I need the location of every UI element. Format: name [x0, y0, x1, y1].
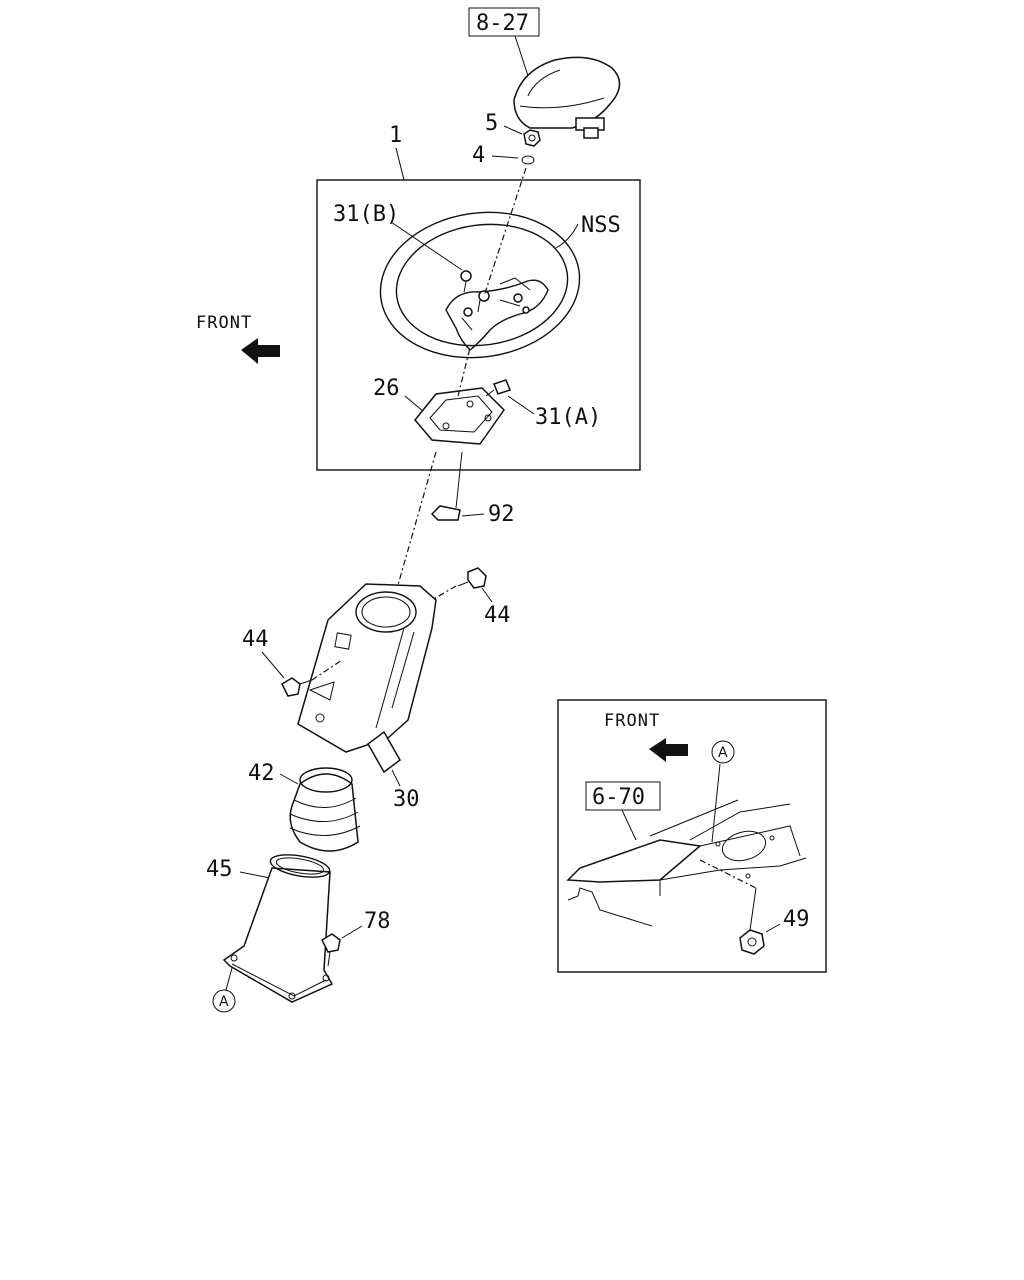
boot-42: 42	[248, 761, 361, 852]
label-44-left: 44	[242, 627, 269, 652]
screw-44-right: 44	[431, 567, 511, 628]
assembly-box	[316, 179, 641, 471]
front-label: FRONT	[196, 313, 252, 333]
marker-a: A	[212, 967, 236, 1013]
front-indicator: FRONT	[196, 313, 280, 364]
ref-box-inset	[585, 781, 661, 811]
inset-marker-a-label: A	[718, 745, 728, 761]
label-42: 42	[248, 761, 275, 786]
label-nss: NSS	[581, 213, 621, 238]
clip-92: 92	[387, 451, 515, 621]
label-26: 26	[373, 376, 400, 401]
label-5: 5	[485, 111, 498, 136]
label-92: 92	[488, 502, 515, 527]
label-78: 78	[364, 909, 391, 934]
label-44-right: 44	[484, 603, 511, 628]
label-49: 49	[783, 907, 810, 932]
ref-box-airbag	[468, 7, 540, 37]
label-30: 30	[393, 787, 420, 812]
label-31a: 31(A)	[535, 405, 601, 430]
screw-44-left: 44	[242, 627, 343, 697]
inset-front-label: FRONT	[604, 711, 660, 731]
airbag-module: 8-27	[468, 7, 621, 139]
inset-front-arrow-icon	[649, 738, 688, 762]
ref-airbag-label: 8-27	[476, 11, 529, 36]
inset-box	[557, 699, 827, 973]
label-1: 1	[389, 123, 402, 148]
marker-a-label: A	[219, 994, 229, 1010]
washer-4: 4	[472, 143, 535, 168]
cover-45: 45	[206, 854, 334, 1003]
screw-78: 78	[321, 909, 391, 967]
nut-5: 5	[485, 111, 541, 147]
ref-inset-label: 6-70	[592, 785, 645, 810]
label-4: 4	[472, 143, 485, 168]
steering-wheel-assembly: 1 31(B) NSS 26 31(A)	[316, 123, 641, 471]
label-31b: 31(B)	[333, 202, 399, 227]
label-45: 45	[206, 857, 233, 882]
front-arrow-icon	[241, 338, 280, 364]
column-cover-30: 30	[297, 583, 437, 812]
inset-detail: FRONT A 6-70 49	[557, 699, 827, 973]
